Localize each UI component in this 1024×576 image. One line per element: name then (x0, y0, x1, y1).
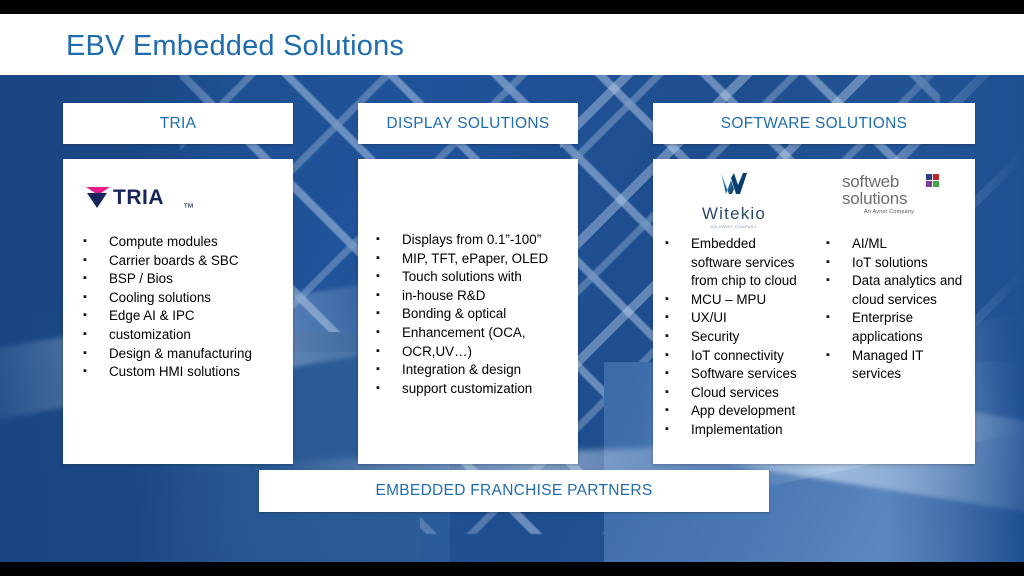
tria-logo-trademark: ™ (183, 202, 194, 214)
panel-tria: TRIA ™ Compute modules Carrier boards & … (63, 159, 293, 464)
column-header-tria-label: TRIA (159, 114, 197, 132)
list-item: Data analytics and (824, 271, 974, 290)
softweb-logo-dot-grid-icon (926, 174, 939, 187)
list-item: Implementation (663, 420, 813, 439)
list-item: MCU – MPU (663, 290, 813, 309)
softweb-logo-tagline: An Avnet Company (864, 209, 915, 215)
list-item: Embedded (663, 234, 813, 253)
list-item-continuation: software services (691, 254, 795, 270)
list-item: Security (663, 327, 813, 346)
list-item: OCR,UV…) (374, 342, 578, 361)
tria-logo-wordmark: TRIA (113, 186, 164, 209)
list-item: Displays from 0.1”-100” (374, 230, 578, 249)
softweb-feature-list: AI/ML IoT solutions Data analytics and c… (824, 234, 974, 384)
list-item: Enterprise (824, 308, 974, 327)
column-header-software-solutions[interactable]: SOFTWARE SOLUTIONS (653, 103, 975, 144)
footer-banner-embedded-franchise-partners[interactable]: EMBEDDED FRANCHISE PARTNERS (259, 470, 769, 512)
list-item: IoT solutions (824, 253, 974, 272)
tria-logo-mark (86, 187, 110, 208)
list-item: Carrier boards & SBC (81, 251, 287, 270)
list-item: IoT connectivity (663, 346, 813, 365)
list-item: Bonding & optical (374, 304, 578, 323)
list-item: Design & manufacturing (81, 344, 287, 363)
list-item: Edge AI & IPC (81, 306, 287, 325)
list-item: App development (663, 401, 813, 420)
panel-display-solutions: Displays from 0.1”-100” MIP, TFT, ePaper… (358, 159, 578, 464)
list-item: Compute modules (81, 232, 287, 251)
list-item: UX/UI (663, 308, 813, 327)
tria-feature-list: Compute modules Carrier boards & SBC BSP… (81, 232, 287, 382)
softweb-logo-wordmark-line1: softweb (842, 172, 900, 191)
list-item: customization (81, 325, 287, 344)
slide-canvas: EBV Embedded Solutions TRIA DISPLAY SOLU… (0, 14, 1024, 562)
panel-software-solutions: Witekio AN AVNET COMPANY Embedded softwa… (653, 159, 975, 464)
witekio-logo-mark (721, 173, 747, 194)
witekio-feature-list: Embedded software services from chip to … (663, 234, 813, 440)
title-band: EBV Embedded Solutions (0, 14, 1024, 75)
list-item: support customization (374, 379, 578, 398)
list-item-continuation: applications (852, 328, 923, 344)
list-item: Integration & design (374, 360, 578, 379)
witekio-logo: Witekio AN AVNET COMPANY (685, 171, 783, 229)
display-feature-list: Displays from 0.1”-100” MIP, TFT, ePaper… (374, 230, 578, 398)
list-item: Touch solutions with (374, 267, 578, 286)
list-item: BSP / Bios (81, 269, 287, 288)
column-header-display-solutions[interactable]: DISPLAY SOLUTIONS (358, 103, 578, 144)
witekio-logo-wordmark: Witekio (701, 204, 767, 223)
list-item: MIP, TFT, ePaper, OLED (374, 249, 578, 268)
list-item-continuation: cloud services (852, 291, 937, 307)
list-item: in-house R&D (374, 286, 578, 305)
page-title: EBV Embedded Solutions (66, 30, 405, 62)
list-item: Custom HMI solutions (81, 362, 287, 381)
list-item: Managed IT (824, 346, 974, 365)
subcolumn-witekio: Witekio AN AVNET COMPANY Embedded softwa… (653, 159, 814, 464)
softweb-solutions-logo: softweb solutions An Avnet Company (842, 173, 952, 227)
column-header-display-label: DISPLAY SOLUTIONS (386, 114, 550, 132)
footer-banner-label: EMBEDDED FRANCHISE PARTNERS (375, 482, 653, 499)
list-item: Enhancement (OCA, (374, 323, 578, 342)
list-item: Cloud services (663, 383, 813, 402)
column-header-tria[interactable]: TRIA (63, 103, 293, 144)
list-item-continuation: from chip to cloud (691, 273, 797, 289)
subcolumn-softweb: softweb solutions An Avnet Company AI/ML… (814, 159, 975, 464)
list-item: AI/ML (824, 234, 974, 253)
list-item: Cooling solutions (81, 288, 287, 307)
list-item: Software services (663, 364, 813, 383)
list-item-continuation: services (852, 366, 902, 382)
tria-logo: TRIA ™ (85, 181, 205, 215)
witekio-logo-tagline: AN AVNET COMPANY (711, 225, 757, 229)
softweb-logo-wordmark-line2: solutions (842, 189, 908, 208)
column-header-software-label: SOFTWARE SOLUTIONS (720, 114, 908, 132)
